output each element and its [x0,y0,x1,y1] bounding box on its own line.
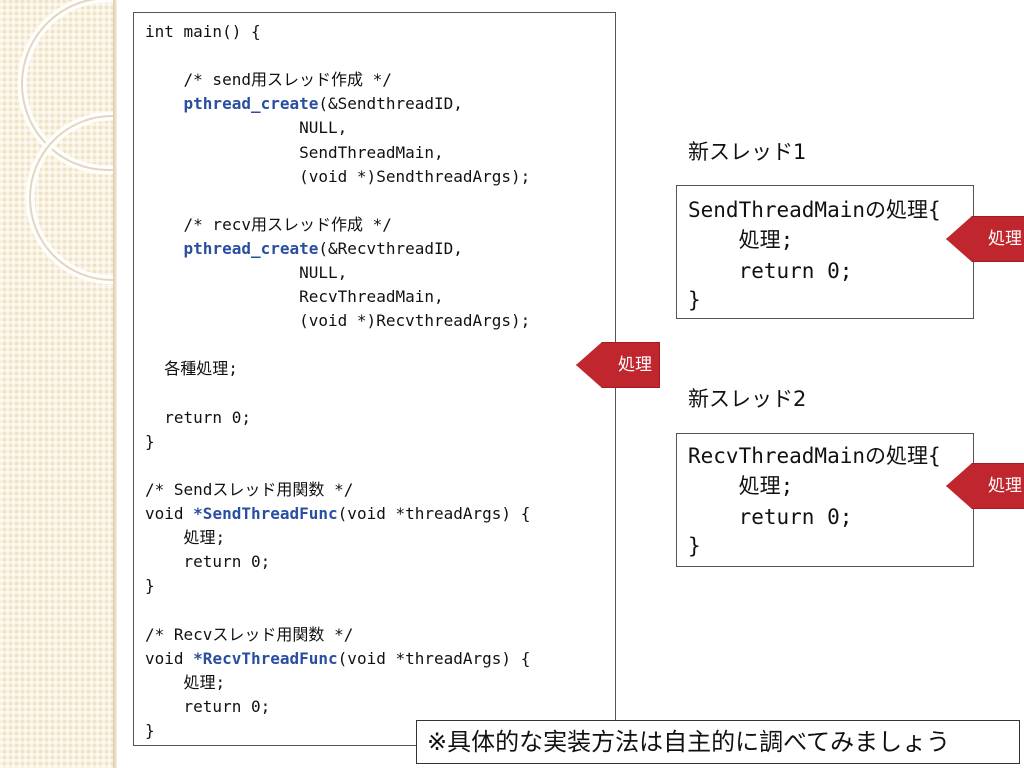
code-line: return 0; [145,407,251,427]
code-line: } [145,576,155,596]
function-name: *RecvThreadFunc [193,648,338,668]
code-line: pthread_create(&RecvthreadID, [145,238,463,260]
thread2-line: } [688,534,701,558]
code-line: 各種処理; [145,359,238,379]
code-line: } [145,720,155,740]
code-panel: int main() { /* send用スレッド作成 */ pthread_c… [133,12,616,746]
thread2-box: RecvThreadMainの処理{ 処理; return 0; } [676,433,974,567]
code-line: 処理; [145,528,226,548]
code-line: return 0; [145,696,271,716]
code-line: 処理; [145,672,226,692]
code-line: } [145,431,155,451]
function-name: pthread_create [183,238,319,258]
thread1-line: 処理; [688,228,794,252]
code-args: (void *threadArgs) { [337,504,531,523]
code-line: /* Recvスレッド用関数 */ [145,624,354,644]
code-args: (&RecvthreadID, [318,238,463,258]
decorative-circles [17,0,113,285]
code-args: (&SendthreadID, [318,94,463,114]
thread1-line: return 0; [688,259,853,283]
code-line: (void *)SendthreadArgs); [145,166,531,186]
code-line: NULL, [145,263,348,282]
thread1-line: SendThreadMainの処理{ [688,198,941,222]
code-prefix: void [145,648,194,668]
decorative-band [0,0,113,768]
thread1-box: SendThreadMainの処理{ 処理; return 0; } [676,185,974,319]
code-line: int main() { [145,22,261,41]
code-line: NULL, [145,118,348,138]
function-name: pthread_create [183,94,319,114]
thread1-line: } [688,288,701,312]
code-line: RecvThreadMain, [145,287,444,307]
band-edge [113,0,117,768]
code-line: /* recv用スレッド作成 */ [145,214,392,234]
code-line: /* Sendスレッド用関数 */ [145,479,354,499]
code-line: pthread_create(&SendthreadID, [145,93,463,115]
thread2-line: return 0; [688,505,853,529]
code-line: SendThreadMain, [145,142,444,162]
thread1-title: 新スレッド1 [688,140,807,164]
thread2-line: RecvThreadMainの処理{ [688,444,941,468]
code-args: (void *threadArgs) { [337,648,531,668]
function-name: *SendThreadFunc [193,504,338,523]
code-prefix [145,239,184,258]
code-line: return 0; [145,552,271,572]
implementation-note: ※具体的な実装方法は自主的に調べてみましょう [416,720,1020,764]
code-line: (void *)RecvthreadArgs); [145,311,531,331]
thread2-title: 新スレッド2 [688,387,807,411]
thread2-line: 処理; [688,474,794,498]
code-prefix [145,94,184,113]
code-line: void *RecvThreadFunc(void *threadArgs) { [145,648,530,670]
code-line: void *SendThreadFunc(void *threadArgs) { [145,503,530,525]
code-line: /* send用スレッド作成 */ [145,70,392,90]
code-prefix: void [145,504,194,523]
